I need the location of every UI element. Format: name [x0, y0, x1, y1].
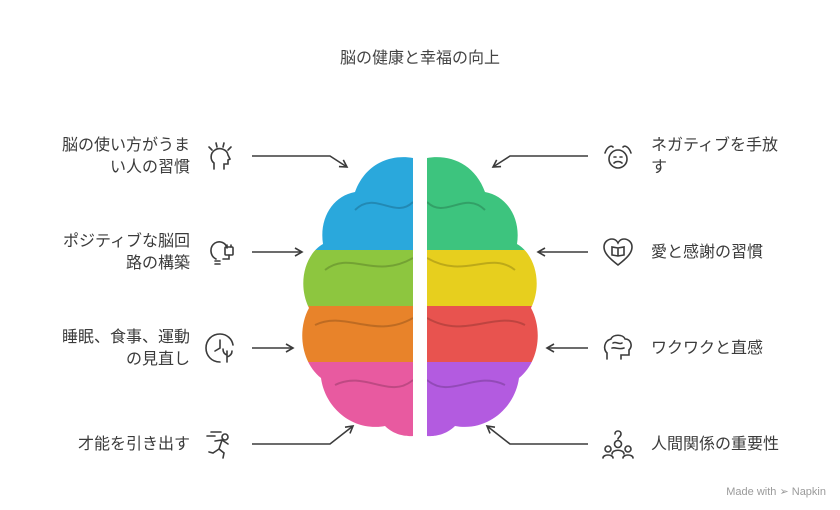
clock-plant-icon: [203, 331, 237, 365]
left-item-2: ポジティブな脳回路の構築: [62, 231, 190, 272]
brain-right-top: [427, 157, 538, 250]
brain-diagram: [302, 157, 538, 437]
brain-left-upper-mid: [302, 250, 413, 306]
brain-left-top: [302, 157, 413, 250]
lightbulb-plug-icon: [203, 235, 237, 269]
left-item-3: 睡眠、食事、運動の見直し: [61, 327, 190, 368]
arrow-right-4: [485, 425, 588, 445]
napkin-logo-icon: ➢: [779, 486, 789, 498]
page-title: 脳の健康と幸福の向上: [339, 48, 500, 67]
right-item-4: 人間関係の重要性: [651, 434, 780, 453]
face-hands-icon: [601, 139, 635, 173]
people-group-icon: [601, 427, 635, 461]
arrow-left-4: [252, 425, 355, 445]
running-person-icon: [203, 427, 237, 461]
brain-right-upper-mid: [427, 250, 538, 306]
brain-left-lower-mid: [302, 306, 413, 362]
arrow-left-1: [252, 155, 349, 168]
brain-right-bottom: [427, 362, 538, 437]
left-item-4: 才能を引き出す: [77, 434, 190, 453]
arrow-right-1: [491, 155, 588, 168]
brain-head-icon: [601, 331, 635, 365]
heart-book-icon: [601, 235, 635, 269]
right-item-3: ワクワクと直感: [651, 338, 764, 357]
footer-credit[interactable]: Made with ➢ Napkin: [726, 486, 826, 498]
brain-sparks-icon: [203, 139, 237, 173]
brain-right-lower-mid: [427, 306, 538, 362]
brain-left-bottom: [302, 362, 413, 437]
right-item-1: ネガティブを手放す: [651, 135, 779, 176]
right-item-2: 愛と感謝の習慣: [651, 242, 764, 261]
left-item-1: 脳の使い方がうまい人の習慣: [61, 135, 190, 176]
